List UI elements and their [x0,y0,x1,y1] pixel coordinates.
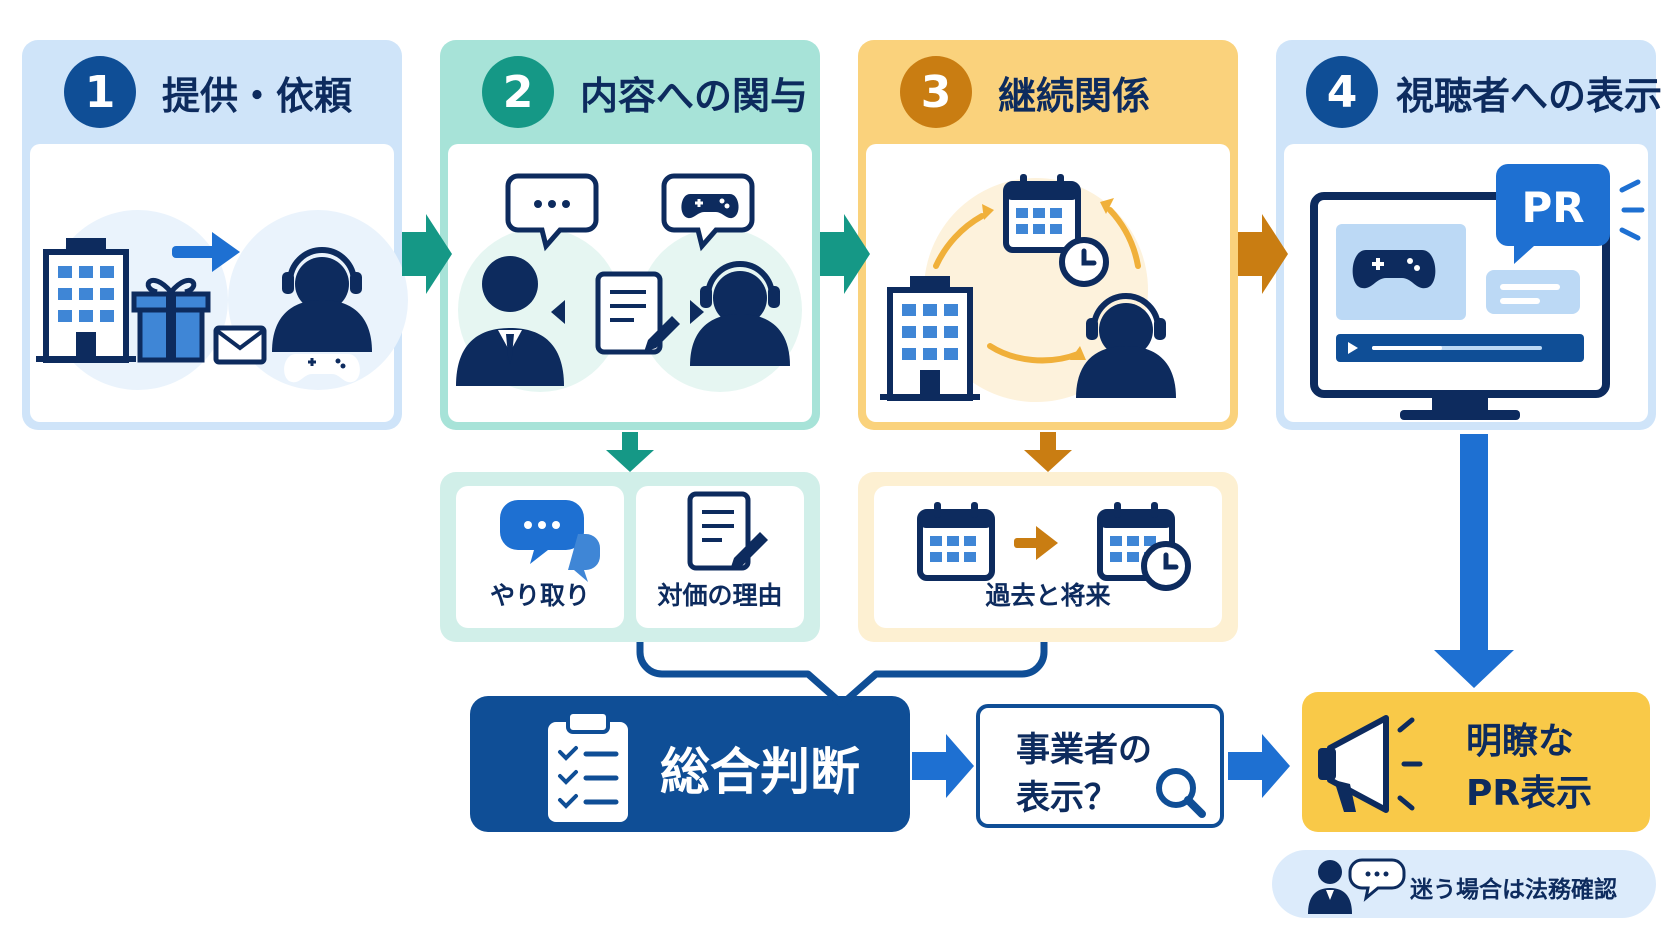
arrow-step1-to-step2 [402,214,452,294]
time-arrow-icon [1014,526,1058,560]
clipboard-checklist-icon [548,710,628,822]
consideration-reason-label: 対価の理由 [657,581,783,610]
step-1-number: 1 [64,56,136,128]
business-display-line2: 表示？ [1016,778,1118,818]
step3-bg-circle [924,178,1148,402]
person-advisor-icon [1308,860,1352,914]
clear-pr-line2: PR表示 [1466,773,1593,814]
business-display-question-box: 事業者の 表示？ [976,704,1224,828]
exchange-label: やり取り [489,581,590,610]
step-2-header: 2 内容への関与 [440,40,820,144]
megaphone-icon [1318,715,1423,813]
arrow-step3-down [1024,432,1072,472]
chat-bubble-icon [505,173,599,252]
past-calendar-icon [920,502,992,578]
pr-badge-text: PR [1521,183,1584,232]
cycle-arrowhead-2 [1100,198,1114,214]
future-clock-icon [1144,544,1188,588]
overall-judgement-label: 総合判断 [660,743,860,801]
step-2-title: 内容への関与 [580,73,809,118]
contract-document-icon [551,271,704,355]
arrow-right-icon [172,232,240,272]
step-2-number: 2 [482,56,554,128]
overall-judgement-box: 総合判断 [470,696,910,832]
arrow-display-to-pr [1228,734,1290,798]
step-1-title: 提供・依頼 [162,73,353,118]
magnifier-icon [1156,768,1206,818]
exchange-chat-icon [500,500,600,582]
arrow-step2-to-step3 [820,214,870,294]
consideration-document-icon [687,491,768,571]
clock-icon [1062,240,1106,284]
clear-pr-line1: 明瞭な [1466,721,1575,762]
calendar-icon [1006,174,1078,250]
step-4-title: 視聴者への表示 [1396,73,1663,118]
cycle-arrowhead-1 [982,204,994,220]
pr-speech-bubble-icon: PR [1496,164,1645,264]
legal-check-label: 迷う場合は法務確認 [1410,877,1617,903]
step-3-title: 継続関係 [998,73,1151,118]
past-future-label: 過去と将来 [985,581,1111,610]
business-display-line1: 事業者の [1016,730,1152,770]
advisor-chat-bubble-icon [1348,858,1406,902]
step-4-header: 4 視聴者への表示 [1276,40,1662,144]
step-4-number: 4 [1306,56,1378,128]
step-1-header: 1 提供・依頼 [22,40,402,144]
arrow-step4-to-pr [1434,434,1514,688]
cycle-arrows-icon [933,207,1141,364]
businessman-icon [456,256,564,386]
arrow-step2-down [606,432,654,472]
agency-building-icon [880,276,980,400]
game-controller-icon [284,354,360,383]
step-3-number: 3 [900,56,972,128]
arrow-step3-to-step4 [1238,214,1288,294]
envelope-icon [213,325,267,365]
game-controller-bubble-icon [661,173,755,252]
merge-connector [636,642,1048,708]
step-3-header: 3 継続関係 [858,40,1238,144]
cycle-arrowhead-3 [1070,346,1086,360]
gift-icon [131,277,211,363]
building-icon [36,238,136,362]
arrow-judgement-to-display [912,734,974,798]
